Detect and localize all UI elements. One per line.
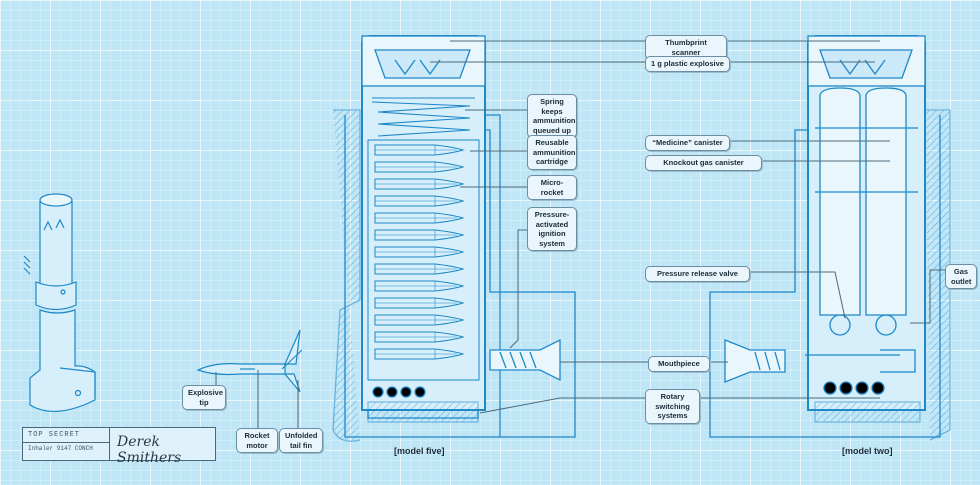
label-pressure-release-valve: Pressure release valve [645, 266, 750, 282]
label-thumbprint-scanner: Thumbprint scanner [645, 35, 727, 60]
label-unfolded-tail-fin: Unfolded tail fin [279, 428, 323, 453]
leader-lines [430, 40, 945, 414]
label-micro-rocket: Micro- rocket [527, 175, 577, 200]
stamp-signature: Derek Smithers [117, 434, 182, 466]
classification-stamp: TOP SECRET Inhaler 9147 CONCH Derek Smit… [22, 427, 216, 466]
stamp-classification: TOP SECRET [28, 431, 81, 439]
caption-model-two: [model two] [842, 446, 893, 456]
label-rotary-switching: Rotary switching systems [645, 389, 700, 424]
label-reusable-cartridge: Reusable ammunition cartridge [527, 135, 577, 170]
micro-rocket-illustration [196, 329, 303, 428]
label-spring: Spring keeps ammunition queued up [527, 94, 577, 138]
inhaler-exterior-view [23, 193, 96, 413]
stamp-serial: Inhaler 9147 CONCH [28, 445, 93, 452]
caption-model-five: [model five] [394, 446, 445, 456]
label-gas-outlet: Gas outlet [945, 264, 977, 289]
label-rocket-motor: Rocket motor [236, 428, 278, 453]
model-two-cross-section [709, 35, 951, 441]
label-mouthpiece: Mouthpiece [648, 356, 710, 372]
label-knockout-gas-canister: Knockout gas canister [645, 155, 762, 171]
label-explosive-tip: Explosive tip [182, 385, 226, 410]
label-medicine-canister: “Medicine” canister [645, 135, 730, 151]
label-ignition-system: Pressure- activated ignition system [527, 207, 577, 251]
model-five-cross-section [332, 35, 576, 442]
label-plastic-explosive: 1 g plastic explosive [645, 56, 730, 72]
